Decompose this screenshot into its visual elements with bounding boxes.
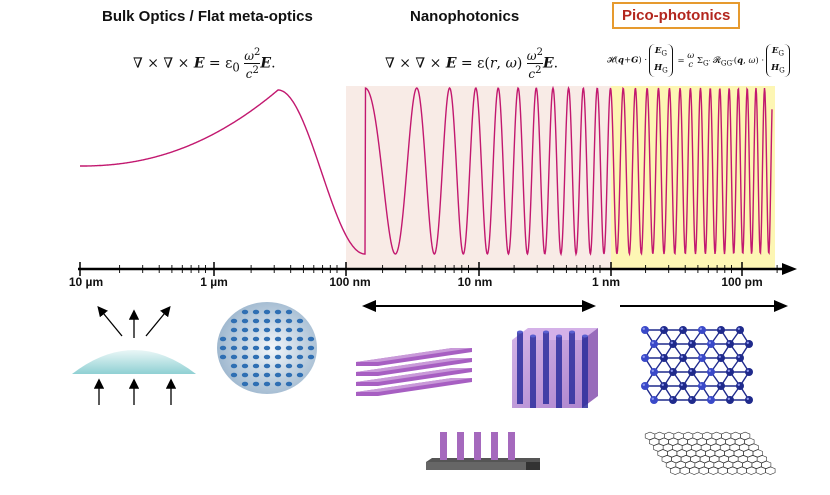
header-nanophotonics: Nanophotonics [410, 8, 520, 25]
tick-label-1um: 1 µm [200, 275, 228, 289]
header-pico-photonics: Pico-photonics [612, 2, 741, 29]
tick-label-100nm: 100 nm [329, 275, 371, 289]
tick-label-1nm: 1 nm [591, 275, 621, 289]
header-bulk-optics: Bulk Optics / Flat meta-optics [102, 8, 313, 25]
tick-label-10nm: 10 nm [457, 275, 493, 289]
lens-icon [72, 305, 196, 405]
nano-range-arrow [362, 300, 596, 312]
wave-curve [80, 85, 773, 257]
pico-range-arrow [620, 300, 788, 312]
tick-label-100pm: 100 pm [721, 275, 763, 289]
nanopillar-cube-icon [512, 328, 598, 408]
layered-film-icon [356, 348, 472, 396]
axis-arrowhead-icon [782, 263, 797, 275]
graphene-sheet-icon [644, 431, 776, 475]
tick-label-10um: 10 µm [68, 275, 104, 289]
pillar-array-icon [426, 432, 540, 470]
metasurface-icon [217, 302, 317, 394]
crystal-lattice-icon [641, 326, 753, 404]
